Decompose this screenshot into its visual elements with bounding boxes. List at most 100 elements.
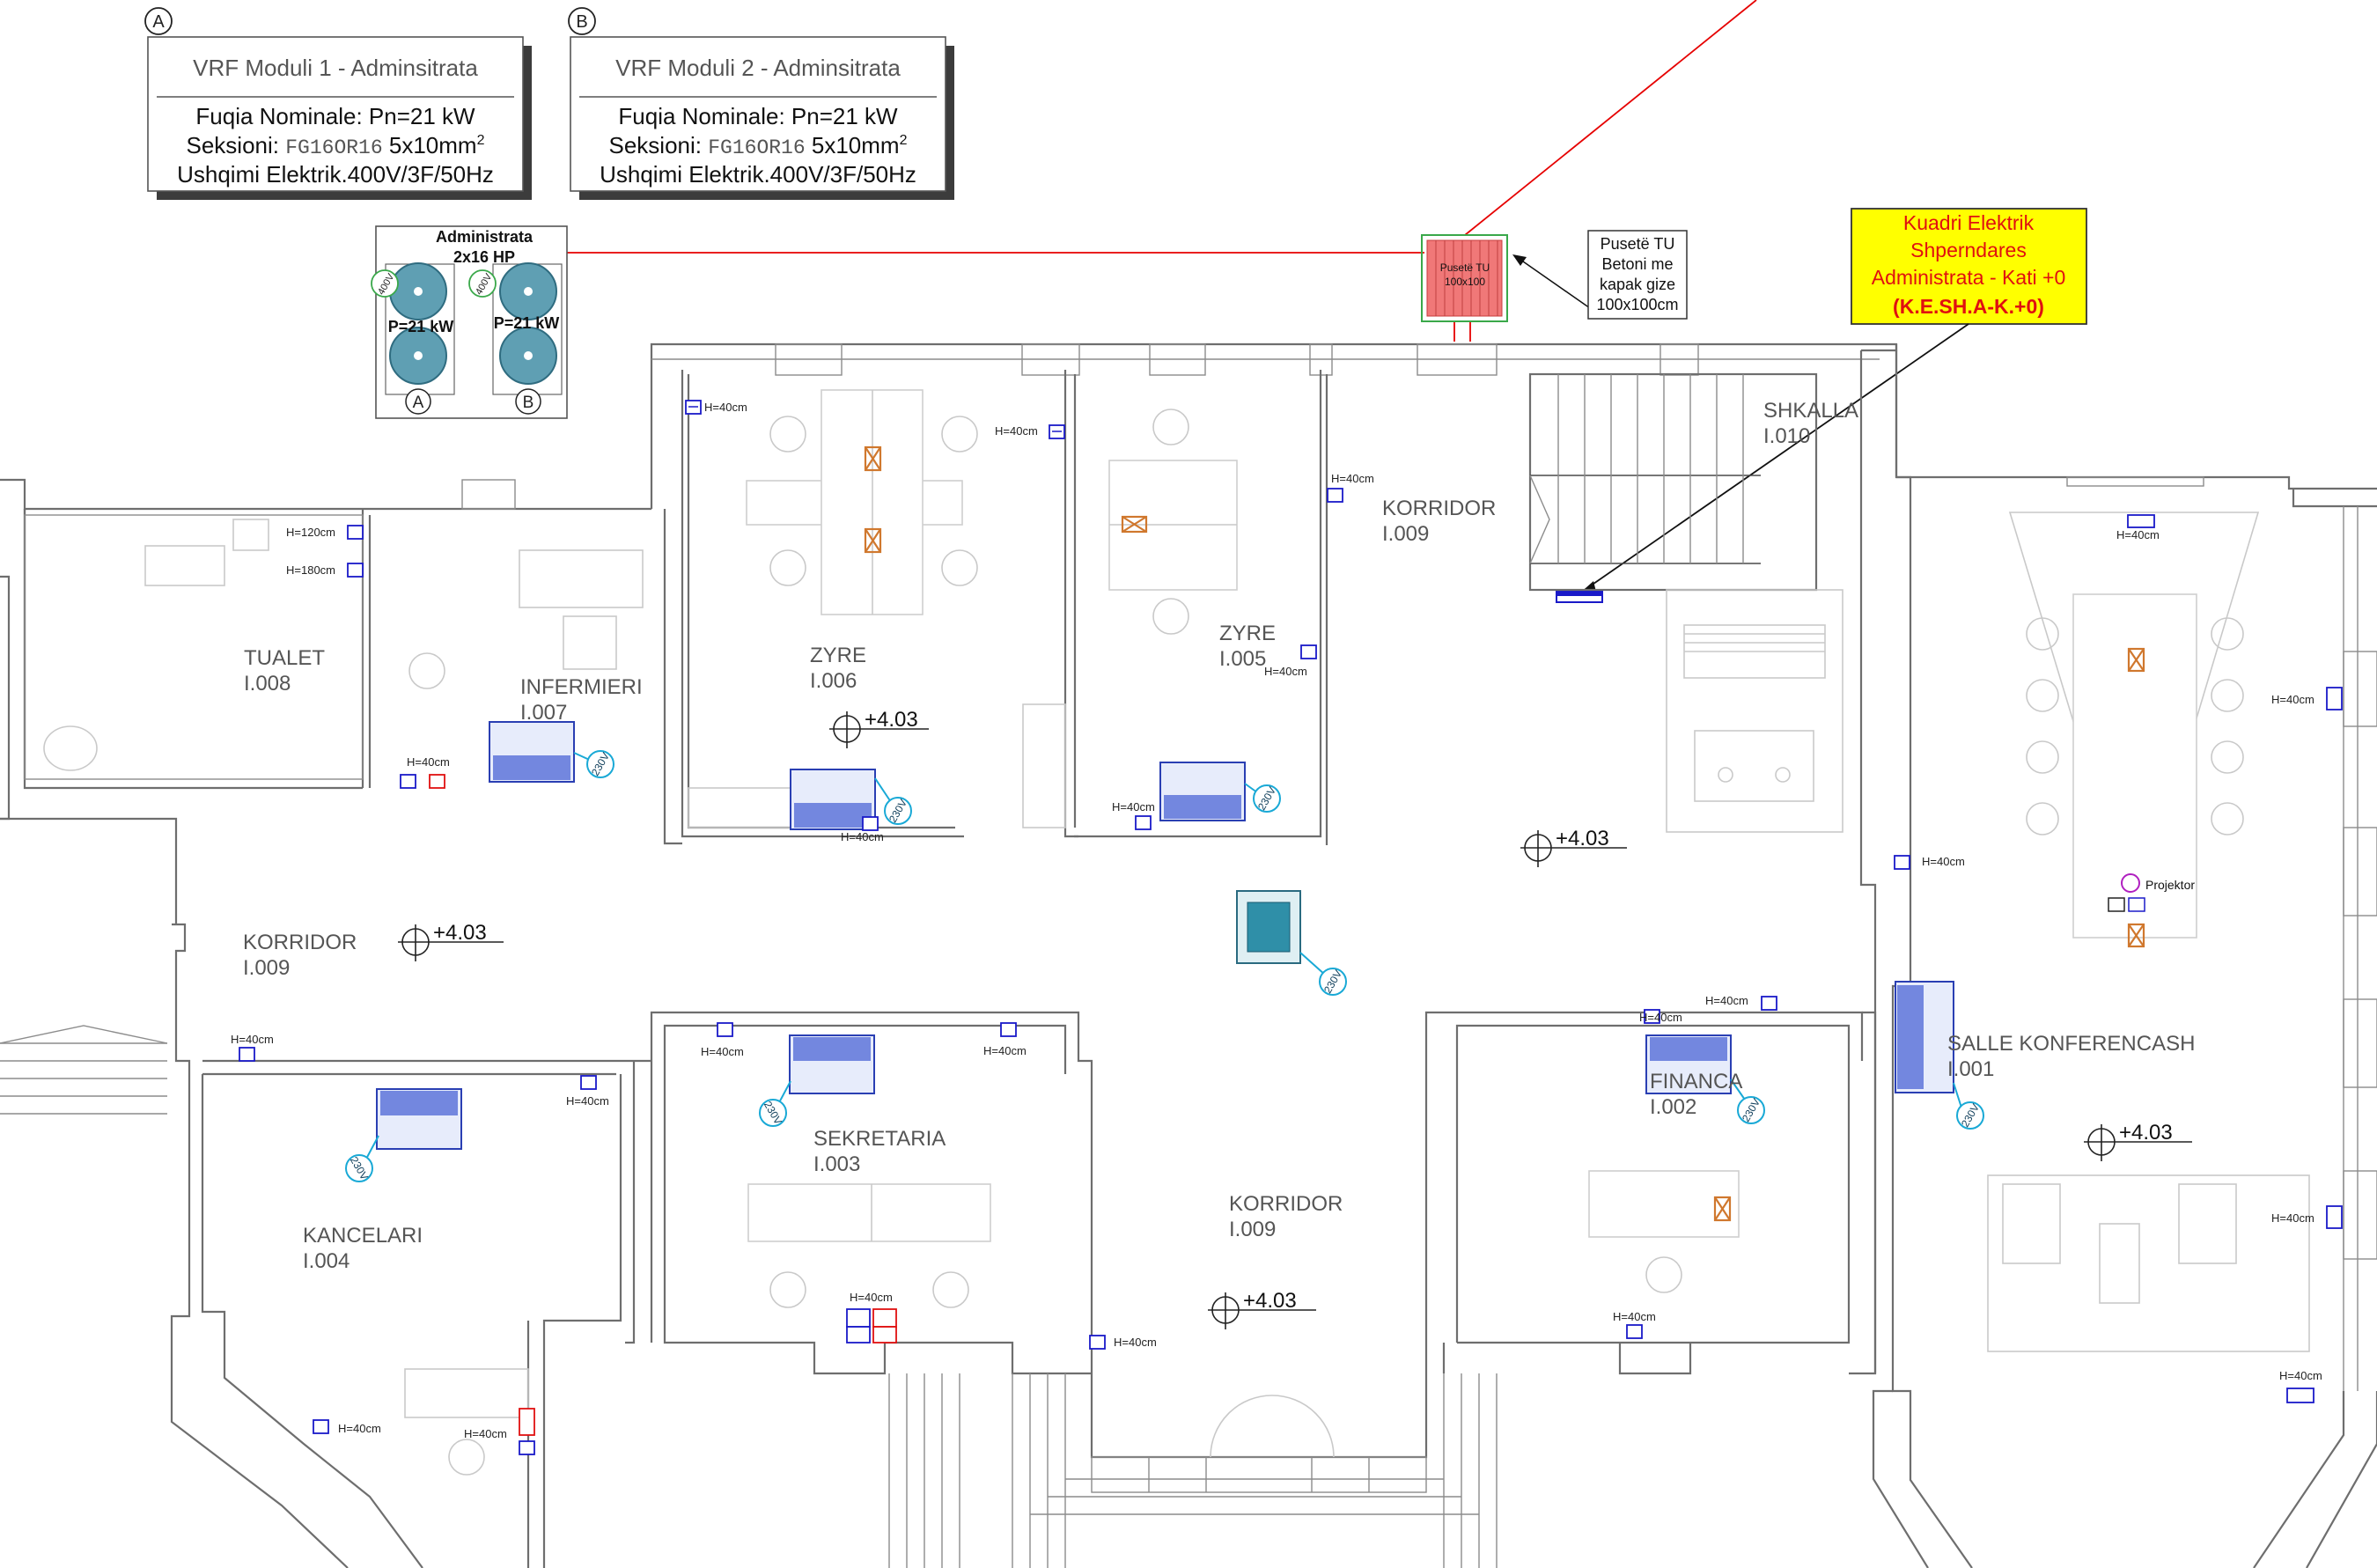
room-code-zyre-005: I.005	[1219, 647, 1266, 671]
socket-icon	[2326, 1205, 2343, 1229]
socket-icon	[1089, 1335, 1106, 1350]
socket-icon	[239, 1047, 255, 1062]
pit-note-1: Pusetë TU	[1601, 235, 1675, 253]
room-name-tualet: TUALET	[244, 646, 325, 670]
socket-icon	[862, 816, 879, 831]
module-a-marker-label: A	[152, 12, 165, 32]
socket-label-19: H=40cm	[1613, 1310, 1656, 1323]
room-code-tualet: I.008	[244, 672, 291, 696]
socket-label-20: H=40cm	[338, 1422, 381, 1435]
socket-icon	[1049, 424, 1065, 439]
room-code-conference: I.001	[1947, 1057, 1994, 1081]
socket-icon	[2326, 687, 2343, 710]
socket-label-13: H=40cm	[701, 1045, 744, 1058]
socket-label-21: H=40cm	[464, 1427, 507, 1440]
module-1-section: Seksioni: FG16OR16 5x10mm2	[187, 132, 485, 159]
socket-label-6: H=40cm	[1264, 665, 1307, 678]
building-walls	[0, 342, 2377, 1568]
room-code-zyre-006: I.006	[810, 669, 857, 693]
socket-label-24: H=40cm	[2271, 1211, 2314, 1225]
room-code-sekretaria: I.003	[813, 1152, 860, 1176]
pit-note-3: kapak gize	[1600, 276, 1675, 293]
socket-label-3: H=120cm	[286, 526, 335, 539]
socket-label-23: H=40cm	[2271, 693, 2314, 706]
socket-label-25: H=40cm	[2279, 1369, 2322, 1382]
socket-icon	[580, 1075, 597, 1090]
room-code-kancelari: I.004	[303, 1249, 350, 1273]
socket-icon	[2127, 514, 2155, 528]
voltage-tags: 230V 230V 230V 230V 230V 230V 230V 230V	[345, 750, 1984, 1182]
level-value-korridor-bottom: +4.03	[1243, 1289, 1297, 1313]
panel-line-1: Kuadri Elektrik	[1903, 211, 2035, 234]
left-stairs	[0, 1025, 168, 1115]
socket-label-22: H=40cm	[2116, 528, 2160, 541]
socket-icon	[685, 400, 702, 415]
module-a-marker	[144, 7, 173, 35]
socket-label-11: H=40cm	[231, 1033, 274, 1046]
ac-unit-sekretaria	[789, 1034, 875, 1094]
module-2-title: VRF Moduli 2 - Adminsitrata	[615, 55, 901, 81]
module-b-marker	[568, 7, 596, 35]
room-name-korridor-bottom: KORRIDOR	[1229, 1192, 1343, 1216]
socket-icon	[1644, 1009, 1660, 1024]
outdoor-unit-capacity: 2x16 HP	[453, 248, 515, 266]
module-1-supply: Ushqimi Elektrik.400V/3F/50Hz	[177, 161, 494, 188]
socket-icon	[1894, 855, 1910, 870]
room-code-infermieri: I.007	[520, 701, 567, 725]
socket-label-12: H=40cm	[566, 1094, 609, 1108]
socket-icon	[1761, 996, 1777, 1011]
ac-unit-conference	[1895, 981, 1954, 1093]
pit-note-2: Betoni me	[1601, 255, 1673, 273]
level-marker: +4.03	[398, 921, 504, 961]
socket-label-2: H=40cm	[995, 424, 1038, 438]
socket-label-14: H=40cm	[983, 1044, 1027, 1057]
socket-icon	[313, 1419, 329, 1434]
level-value-conference: +4.03	[2119, 1121, 2173, 1145]
pit-size: 100x100	[1445, 276, 1485, 288]
panel-code: (K.E.SH.A-K.+0)	[1893, 295, 2044, 318]
socket-icon	[1327, 488, 1343, 503]
panel-line-2: Shperndares	[1910, 239, 2027, 261]
outdoor-unit-title: Administrata	[436, 228, 534, 246]
level-marker: +4.03	[2084, 1121, 2192, 1161]
module-1-title: VRF Moduli 1 - Adminsitrata	[193, 55, 478, 81]
cable-pit: Pusetë TU 100x100 Pusetë TU Betoni me ka…	[1421, 230, 1688, 322]
indoor-ac-units	[376, 721, 1954, 1150]
room-name-korridor-left: KORRIDOR	[243, 931, 357, 954]
pit-label: Pusetë TU	[1440, 261, 1490, 274]
socket-label-17: H=40cm	[850, 1291, 893, 1304]
vrf-module-2-box: B VRF Moduli 2 - Adminsitrata Fuqia Nomi…	[568, 7, 954, 200]
ac-unit-cassette	[1236, 890, 1301, 964]
module-2-nominal-power: Fuqia Nominale: Pn=21 kW	[618, 103, 898, 129]
level-value-korridor-left: +4.03	[433, 921, 487, 945]
room-code-financa: I.002	[1650, 1095, 1696, 1119]
room-code-korridor-left: I.009	[243, 956, 290, 980]
level-marker: +4.03	[829, 708, 929, 748]
electric-panel-callout: Kuadri Elektrik Shperndares Administrata…	[1556, 208, 2087, 603]
room-name-korridor-top: KORRIDOR	[1382, 497, 1496, 520]
outdoor-vrf-unit: Administrata 2x16 HP P=21 kW P=21 kW 400…	[371, 225, 568, 419]
outdoor-power-b: P=21 kW	[494, 314, 560, 332]
socket-label-4: H=180cm	[286, 563, 335, 577]
socket-icon	[347, 525, 364, 540]
socket-label-8: H=40cm	[841, 830, 884, 843]
pit-note-4: 100x100cm	[1596, 296, 1678, 313]
room-code-shkalla: I.010	[1763, 424, 1810, 448]
module-2-section: Seksioni: FG16OR16 5x10mm2	[609, 132, 908, 159]
socket-icon	[1300, 644, 1317, 659]
room-code-korridor-bottom: I.009	[1229, 1218, 1276, 1241]
room-name-zyre-005: ZYRE	[1219, 622, 1276, 645]
socket-label-5: H=40cm	[1331, 472, 1374, 485]
ac-unit-zyre-006	[790, 769, 876, 830]
room-name-infermieri: INFERMIERI	[520, 675, 643, 699]
socket-icon	[347, 563, 364, 578]
module-b-marker-label: B	[576, 12, 587, 32]
sockets: H=40cm H=40cm H=120cm H=180cm H=40cm H=4…	[231, 400, 2343, 1455]
fan-icon	[389, 262, 557, 385]
socket-label-16: H=40cm	[1705, 994, 1748, 1007]
room-name-zyre-006: ZYRE	[810, 644, 866, 667]
level-marker: +4.03	[1520, 827, 1627, 867]
room-labels: TUALET I.008 INFERMIERI I.007 ZYRE I.006…	[243, 399, 2195, 1273]
socket-label-7: H=40cm	[407, 755, 450, 769]
